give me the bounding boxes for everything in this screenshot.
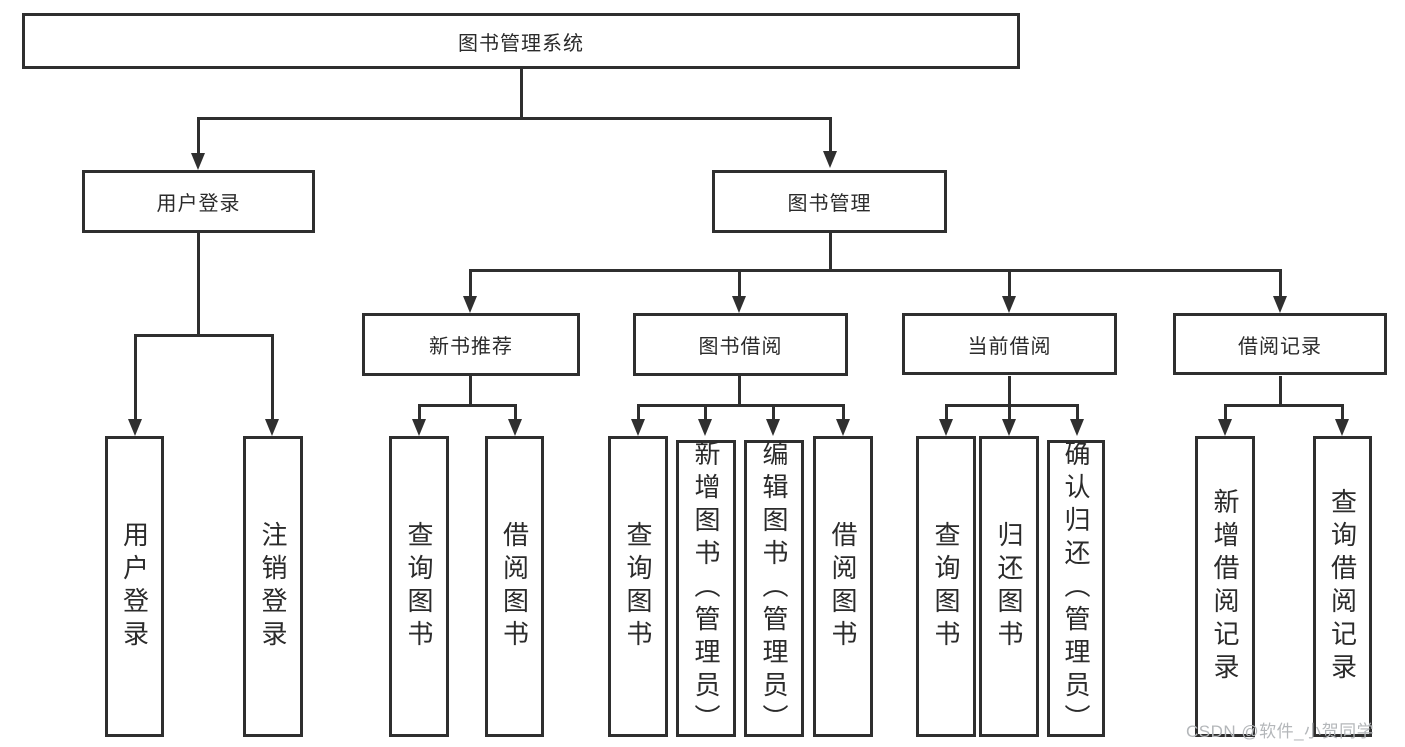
connector-line bbox=[1008, 404, 1011, 421]
node-label: 图书管理系统 bbox=[458, 32, 584, 55]
connector-line bbox=[520, 69, 523, 117]
connector-line bbox=[1279, 376, 1282, 407]
arrowhead-icon bbox=[1335, 419, 1349, 436]
arrowhead-icon bbox=[463, 296, 477, 313]
arrowhead-icon bbox=[508, 419, 522, 436]
connector-line bbox=[1076, 404, 1079, 421]
connector-line bbox=[704, 404, 707, 421]
connector-line bbox=[1279, 269, 1282, 298]
leaf-confirm-return-admin: 确认归还（管理员） bbox=[1047, 440, 1105, 737]
node-label: 查询图书 bbox=[623, 520, 653, 653]
node-label: 新书推荐 bbox=[429, 336, 513, 358]
connector-line bbox=[134, 334, 137, 420]
leaf-edit-books-admin: 编辑图书（管理员） bbox=[744, 440, 804, 737]
node-label: 归还图书 bbox=[994, 520, 1024, 653]
node-label: 新增图书（管理员） bbox=[691, 440, 721, 737]
connector-line bbox=[1224, 404, 1227, 421]
node-current-borrowing: 当前借阅 bbox=[902, 313, 1117, 375]
arrowhead-icon bbox=[732, 296, 746, 313]
node-label: 借阅记录 bbox=[1238, 335, 1322, 358]
node-label: 用户登录 bbox=[156, 193, 241, 215]
connector-line bbox=[842, 404, 845, 421]
node-label: 查询图书 bbox=[404, 520, 434, 653]
arrowhead-icon bbox=[1273, 296, 1287, 313]
connector-line bbox=[469, 269, 1282, 272]
connector-line bbox=[469, 269, 472, 298]
node-borrowing-records: 借阅记录 bbox=[1173, 313, 1387, 375]
arrowhead-icon bbox=[1002, 296, 1016, 313]
leaf-user-login: 用户登录 bbox=[105, 436, 164, 737]
connector-line bbox=[418, 404, 517, 407]
connector-line bbox=[1008, 269, 1011, 298]
node-library-management-system: 图书管理系统 bbox=[22, 13, 1020, 69]
connector-line bbox=[738, 376, 741, 407]
arrowhead-icon bbox=[836, 419, 850, 436]
connector-line bbox=[134, 334, 274, 337]
leaf-query-books-recommend: 查询图书 bbox=[389, 436, 449, 737]
node-label: 查询图书 bbox=[931, 520, 961, 653]
node-book-management: 图书管理 bbox=[712, 170, 947, 233]
connector-line bbox=[469, 376, 472, 407]
arrowhead-icon bbox=[698, 419, 712, 436]
leaf-add-books-admin: 新增图书（管理员） bbox=[676, 440, 736, 737]
leaf-query-books-borrowing: 查询图书 bbox=[608, 436, 668, 737]
node-label: 用户登录 bbox=[119, 520, 150, 653]
arrowhead-icon bbox=[1002, 419, 1016, 436]
leaf-query-books-current: 查询图书 bbox=[916, 436, 976, 737]
csdn-watermark: CSDN @软件_小贺同学 bbox=[1186, 722, 1375, 741]
arrowhead-icon bbox=[128, 419, 142, 436]
leaf-add-borrow-record: 新增借阅记录 bbox=[1195, 436, 1255, 737]
arrowhead-icon bbox=[1218, 419, 1232, 436]
node-label: 图书管理 bbox=[787, 193, 872, 215]
leaf-borrow-books-borrowing: 借阅图书 bbox=[813, 436, 873, 737]
arrowhead-icon bbox=[1070, 419, 1084, 436]
arrowhead-icon bbox=[191, 153, 205, 170]
connector-line bbox=[1224, 404, 1344, 407]
node-new-book-recommendation: 新书推荐 bbox=[362, 313, 580, 376]
leaf-query-borrow-record: 查询借阅记录 bbox=[1313, 436, 1372, 737]
arrowhead-icon bbox=[766, 419, 780, 436]
node-label: 当前借阅 bbox=[967, 335, 1052, 358]
connector-line bbox=[772, 404, 775, 421]
connector-line bbox=[945, 404, 1079, 407]
leaf-borrow-books-recommend: 借阅图书 bbox=[485, 436, 544, 737]
arrowhead-icon bbox=[412, 419, 426, 436]
connector-line bbox=[1341, 404, 1344, 421]
arrowhead-icon bbox=[631, 419, 645, 436]
leaf-return-books: 归还图书 bbox=[979, 436, 1039, 737]
connector-line bbox=[637, 404, 640, 421]
connector-line bbox=[197, 117, 832, 120]
node-user-login: 用户登录 bbox=[82, 170, 315, 233]
connector-line bbox=[829, 233, 832, 272]
connector-line bbox=[738, 269, 741, 298]
node-label: 注销登录 bbox=[258, 520, 288, 653]
arrowhead-icon bbox=[939, 419, 953, 436]
connector-line bbox=[418, 404, 421, 421]
connector-line bbox=[829, 117, 832, 153]
node-label: 查询借阅记录 bbox=[1327, 487, 1358, 686]
node-label: 确认归还（管理员） bbox=[1061, 440, 1091, 737]
connector-line bbox=[271, 334, 274, 420]
leaf-logout: 注销登录 bbox=[243, 436, 303, 737]
node-label: 编辑图书（管理员） bbox=[759, 440, 789, 737]
connector-line bbox=[514, 404, 517, 421]
node-label: 新增借阅记录 bbox=[1210, 487, 1240, 686]
node-book-borrowing: 图书借阅 bbox=[633, 313, 848, 376]
node-label: 借阅图书 bbox=[828, 520, 858, 653]
connector-line bbox=[1008, 376, 1011, 407]
arrowhead-icon bbox=[823, 151, 837, 168]
arrowhead-icon bbox=[265, 419, 279, 436]
connector-line bbox=[637, 404, 845, 407]
connector-line bbox=[945, 404, 948, 421]
node-label: 图书借阅 bbox=[698, 336, 783, 358]
node-label: 借阅图书 bbox=[499, 520, 530, 653]
connector-line bbox=[197, 233, 200, 337]
connector-line bbox=[197, 117, 200, 155]
